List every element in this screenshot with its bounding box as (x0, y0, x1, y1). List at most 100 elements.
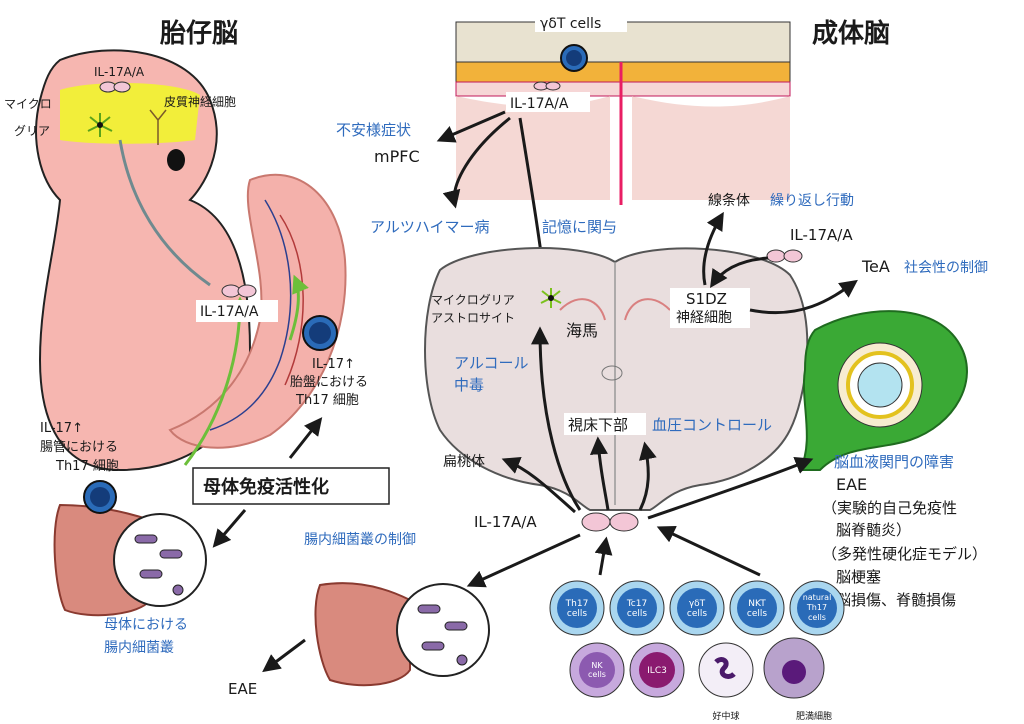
maternal-activation-box (192, 467, 390, 505)
eae-desc-3: （多発性硬化症モデル） (822, 545, 987, 563)
fetal-il17a-mid-bg (196, 300, 278, 322)
meninges-il17a-bg (506, 92, 590, 112)
immune-cells-top: Th17 cells Tc17 cells γδT cells NKT cell… (549, 580, 845, 636)
adult-flora-bubble (396, 583, 490, 677)
bbb-label: 脳血液関門の障害 (834, 453, 954, 471)
cell-gdt: γδT cells (669, 580, 725, 636)
arrow-hub-hypothalamus-2 (638, 441, 657, 511)
arrow-cells-hub (594, 536, 613, 576)
adult-microglia (540, 288, 562, 308)
alcohol-label-2: 中毒 (454, 376, 484, 394)
anxiety-label: 不安様症状 (336, 121, 411, 139)
arrow-hub-hippocampus (531, 326, 582, 511)
fetal-il17a-mid: IL-17A/A (200, 304, 259, 320)
fetal-neuron (149, 109, 167, 145)
arrow-to-eae (262, 638, 306, 673)
gdt-label-bg (535, 12, 627, 32)
gut-flora-control-label: 腸内細菌叢の制御 (304, 532, 416, 548)
svg-text:Tc17: Tc17 (626, 599, 647, 609)
cell-mast: 肥満細胞 (763, 637, 832, 722)
right-il17a-label: IL-17A/A (790, 226, 853, 244)
adult-brain-title: 成体脑 (812, 19, 890, 49)
placenta-vessel-red (279, 214, 304, 386)
arrow-to-adult-gut (466, 533, 581, 588)
svg-text:NK: NK (591, 661, 603, 670)
arrow-hub-amygdala (501, 456, 576, 514)
cell-th17: Th17 cells (549, 580, 605, 636)
arrow-to-maternal-gut (212, 509, 247, 548)
arrow-to-s1dz (710, 256, 769, 288)
meninges-cytokine (533, 81, 561, 91)
arrow-hub-hypothalamus (589, 436, 610, 511)
gdt-cell (560, 44, 588, 72)
alzheimer-label: アルツハイマー病 (370, 218, 490, 236)
cell-ilc3: ILC3 (629, 642, 685, 698)
alcohol-label-1: アルコール (454, 354, 529, 372)
arrow-to-placenta (288, 417, 323, 459)
brain-hippocampus-left (559, 298, 606, 321)
gut-label-1: IL-17↑ (40, 421, 83, 436)
svg-text:cells: cells (747, 609, 767, 619)
social-label: 社会性の制御 (904, 260, 988, 276)
bp-control-label: 血圧コントロール (652, 416, 772, 434)
right-cytokine (766, 249, 803, 263)
cell-neutrophil: 好中球 (698, 642, 754, 722)
hub-il17a-label: IL-17A/A (474, 513, 537, 531)
arrow-to-striatum (702, 211, 724, 286)
arrow-to-mpfc (436, 110, 506, 143)
fetal-cytokine-mid (221, 284, 257, 298)
placenta-label-2: 胎盤における (290, 375, 368, 390)
cell-nk: NK cells (569, 642, 625, 698)
tea-label: TeA (861, 257, 890, 276)
meninges-skull (455, 21, 791, 205)
brain-ventricle (601, 365, 623, 381)
svg-text:ILC3: ILC3 (647, 666, 667, 676)
arrow-hub-bbb (647, 456, 814, 520)
svg-text:cells: cells (567, 609, 587, 619)
placenta-th17-cell (302, 315, 338, 351)
brain-hippocampus-right (624, 298, 671, 321)
gdt-cells-label: γδT cells (540, 16, 601, 32)
hippocampus-label: 海馬 (566, 321, 598, 340)
svg-text:cells: cells (588, 670, 606, 679)
maternal-flora-label-2: 腸内細菌叢 (104, 640, 174, 656)
maternal-flora-bubble (113, 513, 207, 607)
eae-desc-1: （実験的自己免疫性 (822, 499, 957, 517)
gut-label-3: Th17 細胞 (55, 459, 119, 474)
fetal-il17a-top: IL-17A/A (94, 65, 145, 79)
microglia-astro-label-1: マイクログリア (431, 293, 515, 307)
arrow-to-alzheimer (442, 116, 511, 209)
s1dz-label-1: S1DZ (686, 290, 727, 308)
arrow-to-tea (749, 279, 858, 315)
svg-text:γδT: γδT (689, 599, 706, 609)
svg-text:NKT: NKT (748, 599, 766, 609)
svg-text:cells: cells (687, 609, 707, 619)
umbilical-cord (118, 139, 211, 287)
cell-nkt: NKT cells (729, 580, 785, 636)
svg-text:natural: natural (803, 593, 832, 602)
svg-text:cells: cells (808, 613, 826, 622)
svg-text:Th17: Th17 (565, 599, 589, 609)
arrow-cells-hub-right (656, 525, 761, 577)
s1dz-label-bg (670, 288, 750, 328)
eae-label: EAE (836, 475, 867, 494)
gut-label-2: 腸管における (40, 440, 118, 455)
maternal-flora-label-1: 母体における (104, 617, 188, 633)
hypothalamus-label-bg (564, 413, 646, 435)
fetal-cytokine-top (99, 81, 131, 93)
mast-caption: 肥満細胞 (796, 710, 832, 722)
stroke-label: 脳梗塞 (836, 568, 881, 586)
immune-cells-bottom: NK cells ILC3 好中球 肥満細胞 (569, 637, 832, 722)
fetal-brain-region (60, 83, 200, 144)
placenta-vessel (209, 199, 292, 431)
maternal-activation-label: 母体免疫活性化 (203, 476, 329, 498)
s1dz-label-2: 神経細胞 (676, 310, 732, 326)
cell-tc17: Tc17 cells (609, 580, 665, 636)
svg-text:cells: cells (627, 609, 647, 619)
placenta-label-1: IL-17↑ (312, 357, 355, 372)
green-arrow-placenta (288, 274, 309, 341)
svg-text:Th17: Th17 (806, 603, 827, 612)
eae-desc-2: 脳脊髄炎） (836, 521, 911, 539)
injury-label: 脳損傷、脊髄損傷 (836, 591, 956, 609)
